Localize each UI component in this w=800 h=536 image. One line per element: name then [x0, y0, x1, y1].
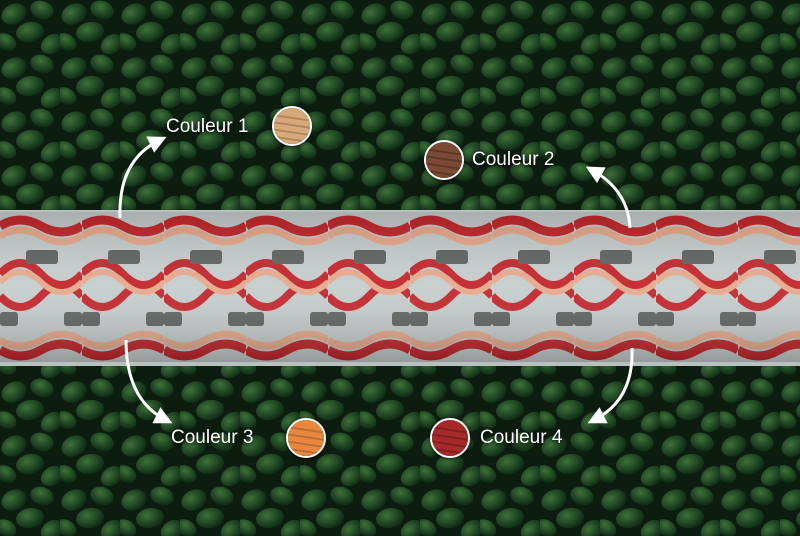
- couleur-3-label: Couleur 3: [171, 427, 254, 448]
- couleur-1-swatch: [272, 106, 312, 146]
- couleur-4-swatch: [430, 418, 470, 458]
- couleur-4-label: Couleur 4: [480, 427, 563, 448]
- cord-swatch-icon: [274, 108, 310, 144]
- couleur-2-label: Couleur 2: [472, 149, 555, 170]
- cord-swatch-icon: [426, 142, 462, 178]
- couleur-1-label: Couleur 1: [166, 116, 249, 137]
- couleur-3-swatch: [286, 418, 326, 458]
- couleur-2-swatch: [424, 140, 464, 180]
- cord-swatch-icon: [288, 420, 324, 456]
- cord-swatch-icon: [432, 420, 468, 456]
